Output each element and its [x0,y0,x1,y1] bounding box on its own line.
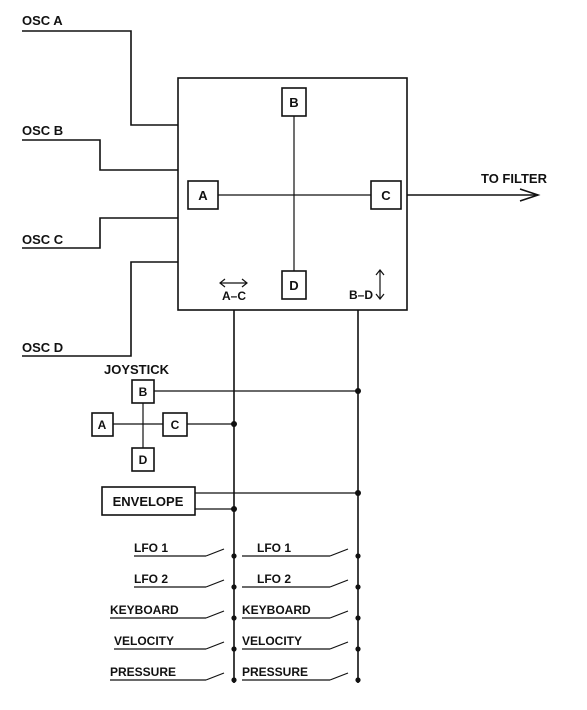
bd-source-velocity: VELOCITY [242,634,361,652]
joystick-node-a-label: A [98,418,107,432]
ac-velocity-switch-icon [205,641,225,650]
bd-source-keyboard-label: KEYBOARD [242,603,311,617]
osc-d-label: OSC D [22,340,63,355]
vector-mixer: B D A C A–C B–D [177,77,408,311]
ac-source-pressure: PRESSURE [110,665,237,683]
bd-velocity-switch-icon [329,641,349,650]
bd-axis-label: B–D [349,288,373,302]
mixer-node-d-label: D [289,278,298,293]
ac-source-keyboard-label: KEYBOARD [110,603,179,617]
envelope-bd-junction [355,490,361,496]
bd-source-pressure: PRESSURE [242,665,361,683]
osc-b-input: OSC B [22,123,178,171]
osc-b-wire [22,139,178,171]
bd-source-lfo1: LFO 1 [242,541,361,559]
bd-source-lfo2-label: LFO 2 [257,572,291,586]
joystick-node-b-label: B [139,385,148,399]
ac-lfo1-switch-icon [205,548,225,557]
osc-a-wire [22,30,178,126]
osc-a-label: OSC A [22,13,63,28]
ac-source-velocity-label: VELOCITY [114,634,174,648]
ac-keyboard-switch-icon [205,610,225,619]
ac-source-lfo1: LFO 1 [134,541,237,559]
joystick: JOYSTICK B A C D [91,362,361,472]
bd-source-lfo2: LFO 2 [242,572,361,590]
joystick-node-c-label: C [171,418,180,432]
osc-d-input: OSC D [22,261,178,357]
ac-source-lfo2: LFO 2 [134,572,237,590]
output-label: TO FILTER [481,171,548,186]
bd-modulation-sources: LFO 1 LFO 2 KEYBOARD VELOCITY PRESSURE [242,541,361,683]
ac-axis-label: A–C [222,289,246,303]
envelope-label: ENVELOPE [113,494,184,509]
envelope-ac-junction [231,506,237,512]
bd-source-velocity-label: VELOCITY [242,634,302,648]
envelope-box [101,486,196,516]
mixer-node-a [187,180,219,210]
ac-source-lfo2-label: LFO 2 [134,572,168,586]
osc-c-label: OSC C [22,232,64,247]
bd-lfo2-switch-icon [329,579,349,588]
bd-lfo1-switch-icon [329,548,349,557]
bd-double-arrow-icon [375,269,385,300]
ac-source-lfo1-label: LFO 1 [134,541,168,555]
joystick-node-d [131,447,155,472]
joystick-title: JOYSTICK [104,362,170,377]
osc-d-wire [22,261,178,357]
joystick-node-d-label: D [139,453,148,467]
osc-c-input: OSC C [22,217,178,249]
bd-source-lfo1-label: LFO 1 [257,541,291,555]
bd-source-keyboard: KEYBOARD [242,603,361,621]
mixer-node-d [281,270,307,300]
ac-lfo2-switch-icon [205,579,225,588]
filter-output: TO FILTER [407,171,548,202]
ac-source-pressure-label: PRESSURE [110,665,176,679]
joystick-node-a [91,412,114,437]
osc-c-wire [22,217,178,249]
ac-source-velocity: VELOCITY [114,634,237,652]
joystick-bd-junction [355,388,361,394]
output-arrow-icon [519,188,541,202]
ac-modulation-sources: LFO 1 LFO 2 KEYBOARD VELOCITY PRESSURE [110,541,237,683]
bd-pressure-switch-icon [329,672,349,681]
envelope: ENVELOPE [101,486,361,516]
mixer-node-b [281,87,307,117]
bd-source-pressure-label: PRESSURE [242,665,308,679]
mixer-node-c-label: C [381,188,391,203]
ac-pressure-switch-icon [205,672,225,681]
ac-source-keyboard: KEYBOARD [110,603,237,621]
ac-double-arrow-icon [219,278,248,288]
joystick-ac-junction [231,421,237,427]
osc-a-input: OSC A [22,13,178,126]
mixer-node-b-label: B [289,95,298,110]
bd-keyboard-switch-icon [329,610,349,619]
mixer-node-a-label: A [198,188,208,203]
mixer-node-c [370,180,402,210]
osc-b-label: OSC B [22,123,63,138]
